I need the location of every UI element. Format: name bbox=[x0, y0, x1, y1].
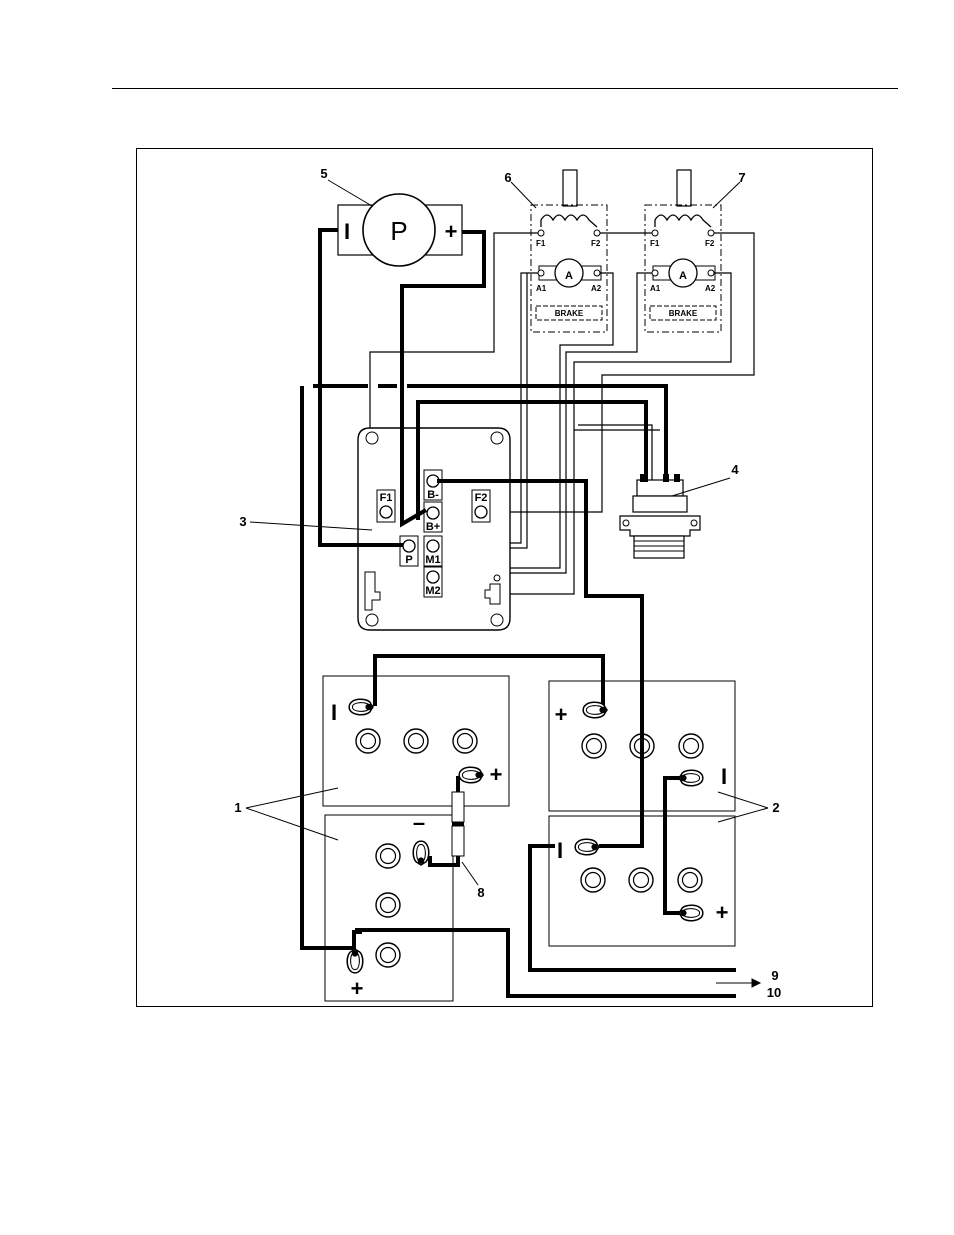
b1-pos-sign: + bbox=[490, 762, 503, 787]
b2-pos-sign: + bbox=[555, 702, 568, 727]
svg-text:A1: A1 bbox=[650, 284, 661, 293]
svg-text:BRAKE: BRAKE bbox=[555, 309, 584, 318]
pump-letter: P bbox=[390, 216, 407, 246]
ctrl-bpos-label: B+ bbox=[426, 521, 440, 533]
ctrl-bneg-label: B- bbox=[427, 489, 439, 501]
b3-pos-sign: + bbox=[351, 976, 364, 1001]
callout-10: 10 bbox=[767, 985, 781, 1000]
traction-motor-right: F1 F2 A A1 A2 BRAKE bbox=[645, 170, 721, 332]
callout-5: 5 bbox=[320, 166, 327, 181]
b1-neg-sign: I bbox=[331, 700, 337, 725]
ctrl-f1-label: F1 bbox=[380, 492, 393, 504]
callout-4: 4 bbox=[731, 462, 739, 477]
svg-text:A2: A2 bbox=[591, 284, 602, 293]
svg-text:BRAKE: BRAKE bbox=[669, 309, 698, 318]
ctrl-f2-label: F2 bbox=[475, 492, 488, 504]
series-link-fuse bbox=[452, 792, 464, 856]
b3-minus-sign: – bbox=[413, 810, 425, 835]
ctrl-m1-label: M1 bbox=[425, 554, 440, 566]
svg-text:A2: A2 bbox=[705, 284, 716, 293]
svg-text:A: A bbox=[565, 270, 573, 282]
b2-neg-sign: I bbox=[721, 764, 727, 789]
controller: F1 F2 B- B+ P M1 M2 bbox=[358, 428, 510, 630]
callout-3: 3 bbox=[239, 514, 246, 529]
callout-2: 2 bbox=[772, 800, 779, 815]
svg-text:A1: A1 bbox=[536, 284, 547, 293]
b4-neg-sign: I bbox=[557, 838, 563, 863]
main-contactor bbox=[620, 474, 700, 558]
svg-text:F2: F2 bbox=[705, 239, 715, 248]
b4-pos-sign: + bbox=[716, 900, 729, 925]
svg-text:F1: F1 bbox=[650, 239, 660, 248]
pump-pos-sign: + bbox=[445, 219, 458, 244]
callout-1: 1 bbox=[234, 800, 241, 815]
callout-6: 6 bbox=[504, 170, 511, 185]
svg-text:F2: F2 bbox=[591, 239, 601, 248]
pump-neg-sign: I bbox=[344, 219, 350, 244]
pump-motor: P I + bbox=[338, 194, 462, 266]
traction-motor-left: F1 F2 A A1 A2 BRAKE bbox=[531, 170, 607, 332]
ctrl-m2-label: M2 bbox=[425, 585, 440, 597]
svg-text:F1: F1 bbox=[536, 239, 546, 248]
callout-8: 8 bbox=[477, 885, 484, 900]
callout-9: 9 bbox=[771, 968, 778, 983]
callout-7: 7 bbox=[738, 170, 745, 185]
svg-text:A: A bbox=[679, 270, 687, 282]
ctrl-p-label: P bbox=[405, 554, 412, 566]
